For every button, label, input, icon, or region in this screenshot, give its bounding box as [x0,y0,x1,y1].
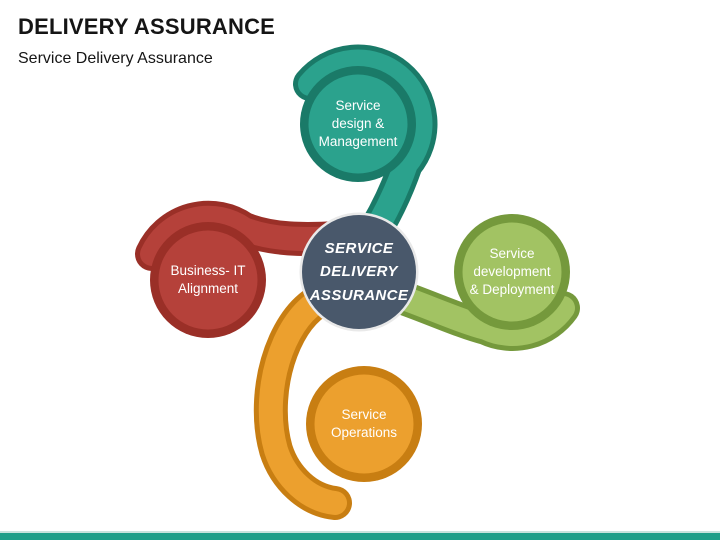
arm-design-fill [298,49,433,254]
node-development-fill [462,222,562,322]
footer-accent-line [0,531,720,533]
slide-title: DELIVERY ASSURANCE [18,14,276,39]
arm-development-fill [365,277,575,346]
arm-operations-fill [258,283,347,515]
node-design-fill [308,74,408,174]
slide-subtitle: Service Delivery Assurance [18,50,213,67]
node-alignment-fill [158,230,258,330]
center-hub-fill [302,215,416,329]
arm-alignment-fill [140,205,350,266]
footer-accent-bar [0,533,720,540]
node-operations-fill [314,374,414,474]
